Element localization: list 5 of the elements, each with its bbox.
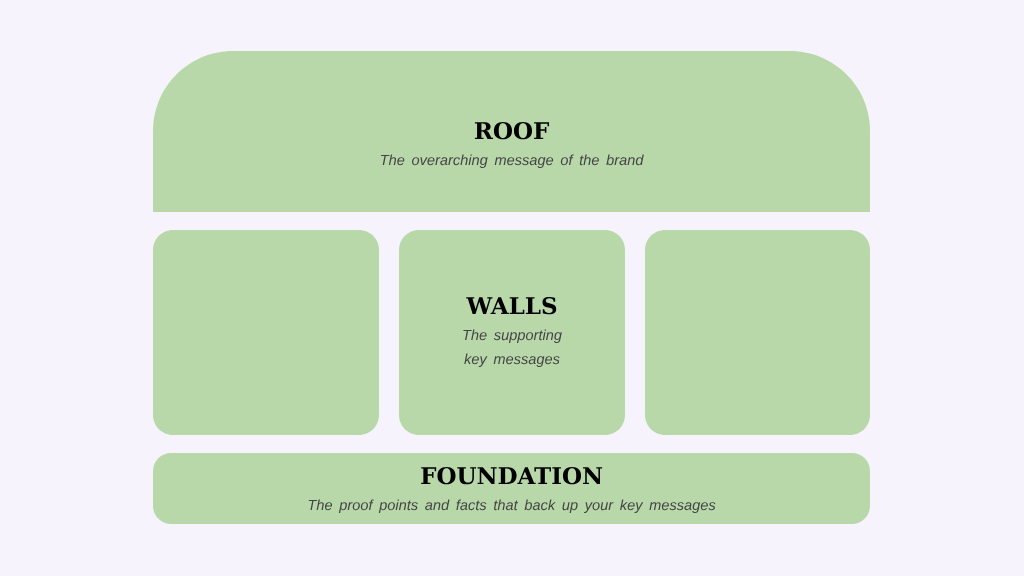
wall-box: WALLS The supporting key messages — [399, 230, 625, 435]
wall-box — [153, 230, 379, 435]
wall-box — [645, 230, 870, 435]
roof-band: ROOF The overarching message of the brand — [153, 51, 870, 212]
foundation-band: FOUNDATION The proof points and facts that back up your key messages — [153, 453, 870, 524]
